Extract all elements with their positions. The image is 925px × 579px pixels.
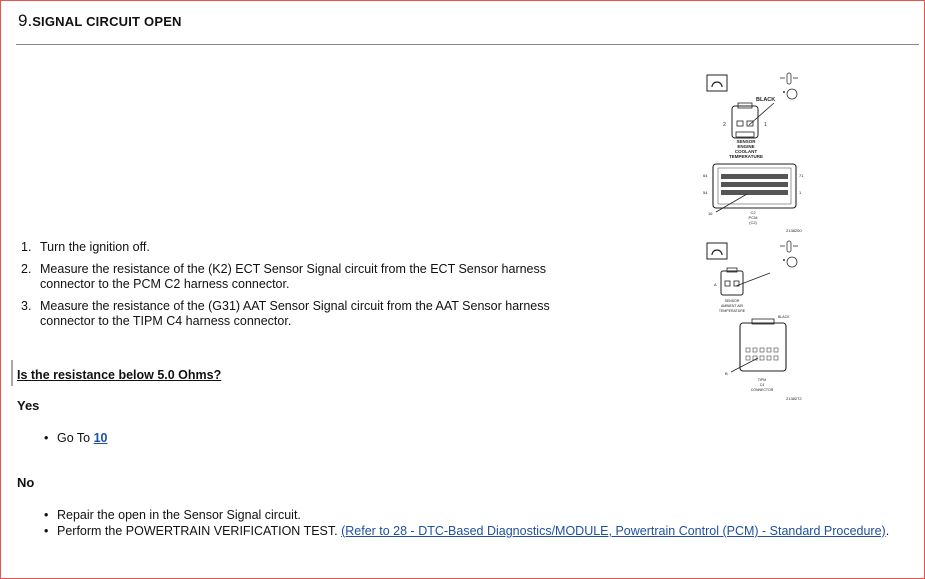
ohmmeter-icon — [706, 74, 728, 92]
tipm-caption: CONNECTOR — [751, 388, 774, 392]
pcm-caption: PCM — [749, 215, 758, 220]
pin-label: 2 — [723, 122, 726, 128]
no-heading: No — [17, 475, 35, 490]
tipm-caption: TIPM — [758, 378, 766, 382]
pin-label: 54 — [703, 190, 708, 195]
tipm-caption: C4 — [760, 383, 765, 387]
step-number: 9. — [18, 11, 33, 30]
pin-label: A — [714, 282, 717, 287]
yes-heading: Yes — [17, 398, 40, 413]
wire-color-label: BLACK — [778, 315, 790, 319]
instruction-list: 1.Turn the ignition off. 2.Measure the r… — [21, 240, 601, 336]
pcm-caption: C2 — [750, 210, 756, 215]
sensor-caption: COOLANT — [735, 149, 757, 154]
sensor-caption: TEMPERATURE — [719, 309, 746, 313]
no-bullet-verify: •Perform the POWERTRAIN VERIFICATION TES… — [44, 524, 890, 538]
verification-procedure-link[interactable]: (Refer to 28 - DTC-Based Diagnostics/MOD… — [341, 524, 886, 538]
pin-label: 1 — [799, 190, 802, 195]
header-divider — [16, 44, 919, 45]
pin-label: 71 — [799, 173, 804, 178]
ect-sensor-connector — [731, 102, 759, 139]
sensor-caption: SENSOR — [736, 139, 756, 144]
sensor-caption: TEMPERATURE — [729, 154, 763, 159]
instruction-item: 1.Turn the ignition off. — [21, 240, 150, 254]
aat-sensor-connector — [720, 267, 744, 296]
figure-id: 2138200 — [786, 228, 802, 233]
figure-id: 2138272 — [786, 396, 802, 401]
pin-label: 1 — [764, 122, 767, 128]
wire-color-label: BLACK — [756, 97, 775, 103]
pcm-caption: (C2) — [749, 220, 757, 225]
step-title: SIGNAL CIRCUIT OPEN — [32, 14, 182, 29]
step-header: 9.SIGNAL CIRCUIT OPEN — [18, 11, 182, 31]
instruction-item: 3.Measure the resistance of the (G31) AA… — [21, 299, 550, 328]
pin-label: B — [725, 371, 728, 376]
sensor-caption: ENGINE — [737, 144, 754, 149]
question-text: Is the resistance below 5.0 Ohms? — [17, 368, 222, 382]
yes-bullet: •Go To 10 — [44, 431, 108, 445]
aat-connector-diagram: A SENSOR AMBIENT AIR TEMPERATURE BLACK B… — [706, 240, 802, 401]
ohmmeter-icon — [706, 242, 728, 260]
meter-probe-icon — [780, 72, 798, 100]
question-marker — [11, 360, 13, 386]
sensor-caption: SENSOR — [725, 299, 740, 303]
pin-label: 16 — [708, 211, 713, 216]
pcm-c2-connector — [712, 163, 797, 209]
ect-connector-diagram: BLACK 2 1 SENSOR ENGINE COOLANT TEMPERAT… — [703, 72, 804, 233]
no-bullet-repair: •Repair the open in the Sensor Signal ci… — [44, 508, 301, 522]
tipm-c4-connector — [739, 318, 787, 372]
sensor-caption: AMBIENT AIR — [721, 304, 744, 308]
goto-step-link[interactable]: 10 — [93, 431, 108, 445]
instruction-item: 2.Measure the resistance of the (K2) ECT… — [21, 262, 547, 291]
meter-probe-icon — [780, 240, 798, 268]
pin-label: 64 — [703, 173, 708, 178]
